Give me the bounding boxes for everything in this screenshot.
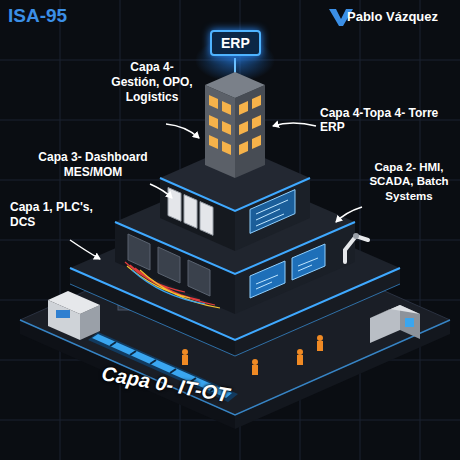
base-platform-part-part xyxy=(252,359,258,365)
base-platform-part xyxy=(56,310,70,318)
layer-callout-text: Capa 1, PLC's, DCS xyxy=(10,200,93,229)
layer-callout: Capa 3- Dashboard MES/MOM xyxy=(18,150,168,180)
logo-text-text: Pablo Vázquez xyxy=(347,9,438,24)
erp-tower-part-part xyxy=(252,95,261,109)
base-platform-part-part xyxy=(297,355,303,365)
erp-tower-part-part xyxy=(222,121,231,135)
node-text: ERP xyxy=(221,35,250,51)
leader-arrows-part xyxy=(166,124,199,138)
leader-arrows xyxy=(70,123,362,259)
erp-tower-part-part xyxy=(239,121,248,135)
leader-arrows-part xyxy=(150,184,172,198)
base-platform-part-part xyxy=(317,335,323,341)
leader-arrows-part xyxy=(273,123,316,126)
tier-3-part xyxy=(256,200,288,226)
layer-callout: Capa 4-Topa 4- Torre ERP xyxy=(320,106,445,135)
layer-callout: Capa 2- HMI, SCADA, Batch Systems xyxy=(362,160,456,203)
erp-tower-part xyxy=(205,72,265,98)
base-platform-part-part xyxy=(252,365,258,375)
erp-tower-part xyxy=(205,85,235,178)
tier-2-part xyxy=(127,266,220,308)
tier-2-part xyxy=(132,270,205,304)
tier-2-part xyxy=(128,234,150,270)
layer-callout: Capa 4- Gestión, OPO, Logistics xyxy=(108,60,196,105)
base-platform-part-part xyxy=(182,355,188,365)
erp-tower-part-part xyxy=(209,135,218,149)
erp-sign: ERP xyxy=(210,30,261,56)
tier-3-part xyxy=(250,190,295,234)
layer-callout: Capa 1, PLC's, DCS xyxy=(10,200,110,230)
diagram-title: ISA-95 xyxy=(8,5,67,27)
erp-tower-part-part xyxy=(209,95,218,109)
erp-tower-part xyxy=(209,95,261,155)
tier-3-part xyxy=(184,195,197,229)
base-platform-part xyxy=(370,305,400,343)
tier-2-part xyxy=(345,236,368,262)
layer-callout-text: Capa 3- Dashboard MES/MOM xyxy=(38,150,147,179)
base-platform-part xyxy=(405,318,414,327)
base-platform-part xyxy=(48,291,100,314)
erp-tower-part-part xyxy=(222,101,231,115)
tier-2-part xyxy=(353,233,359,239)
leader-arrows-part xyxy=(70,240,100,259)
base-platform-part-part xyxy=(182,349,188,355)
erp-tower-part-part xyxy=(239,141,248,155)
erp-tower-part-part xyxy=(239,101,248,115)
tier-2-part xyxy=(188,260,210,296)
tier-3-part xyxy=(168,188,181,222)
base-platform-part-part xyxy=(317,341,323,351)
base-platform-part-part xyxy=(297,349,303,355)
layer-callout-text: Capa 4- Gestión, OPO, Logistics xyxy=(111,60,192,104)
erp-tower-part xyxy=(235,85,265,178)
base-platform-part xyxy=(370,305,420,318)
logo-text: Pablo Vázquez xyxy=(347,9,438,24)
tier-3-part xyxy=(200,202,213,236)
erp-tower-part-part xyxy=(222,141,231,155)
leader-arrows-part xyxy=(336,207,362,222)
erp-tower-part-part xyxy=(252,135,261,149)
erp-tower-part-part xyxy=(209,115,218,129)
tier-2-part xyxy=(158,247,180,283)
erp-tower-part xyxy=(234,58,236,74)
tier-2-part xyxy=(256,258,318,289)
erp-tower xyxy=(195,38,275,178)
diagram-title-text: ISA-95 xyxy=(8,5,67,26)
tier-2-part xyxy=(125,262,215,305)
layer-callout-text: Capa 2- HMI, SCADA, Batch Systems xyxy=(369,161,448,202)
erp-tower-part-part xyxy=(252,115,261,129)
layer-callout-text: Capa 4-Topa 4- Torre ERP xyxy=(320,106,438,134)
